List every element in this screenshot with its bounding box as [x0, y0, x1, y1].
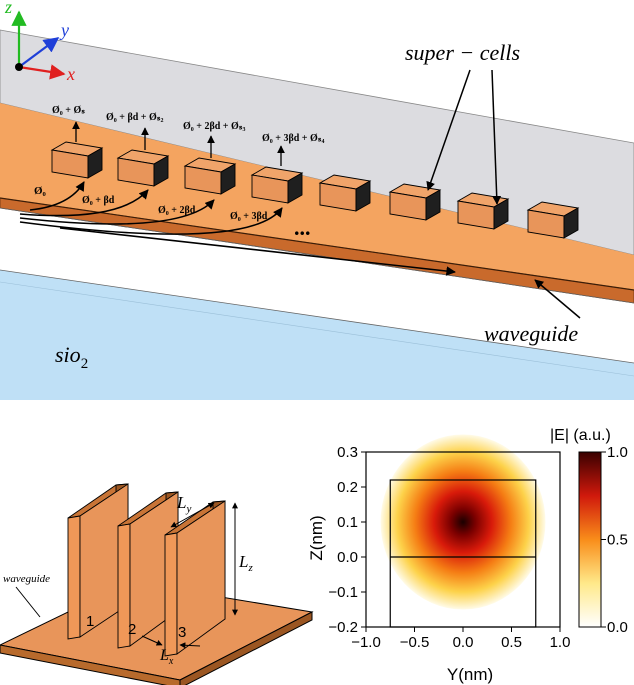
colorbar-tick-label: 1.0: [607, 444, 628, 461]
phase-top-label-3: Ø₀ + 2βd + Øₛ₃: [183, 121, 246, 132]
x-tick-label: −0.5: [400, 634, 430, 651]
colorbar-ticks: 1.0 0.5 0.0: [601, 444, 628, 636]
phase-top-label-2: Ø₀ + βd + Øₛ₂: [106, 112, 164, 123]
fin-number-3: 3: [178, 624, 186, 641]
field-heatmap-chart: −1.0 −0.5 0.0 0.5 1.0 −0.2 −0.1 0.0 0.1 0.2 0.3 Y…: [307, 427, 628, 684]
svg-text:Lz: Lz: [238, 552, 253, 574]
waveguide-label: waveguide: [484, 321, 578, 346]
y-tick-label: 0.0: [337, 549, 358, 566]
super-cell-blocks: [50, 141, 580, 239]
axis-z-label: z: [4, 0, 12, 17]
super-cell-block: [116, 149, 170, 187]
y-tick-label: 0.1: [337, 514, 358, 531]
x-tick-label: 0.0: [453, 634, 474, 651]
substrate-label: sio2: [55, 342, 88, 372]
colorbar-title: |E| (a.u.): [550, 427, 611, 444]
y-tick-label: −0.2: [328, 619, 358, 636]
unit-cell-panel: 1 2 3 Ly Lz Lx waveguide: [0, 483, 314, 685]
unit-waveguide-label: waveguide: [3, 573, 50, 585]
x-axis-ticks: −1.0 −0.5 0.0 0.5 1.0: [351, 627, 570, 651]
colorbar-tick-label: 0.0: [607, 619, 628, 636]
phase-bottom-label-2: Ø₀ + βd: [82, 195, 115, 206]
dimension-lz: Lz: [232, 502, 253, 616]
y-tick-label: 0.3: [337, 444, 358, 461]
super-cell-block: [388, 183, 442, 221]
coupling-arrows: [19, 181, 456, 276]
y-tick-label: −0.1: [328, 584, 358, 601]
y-axis-ticks: −0.2 −0.1 0.0 0.1 0.2 0.3: [328, 444, 366, 636]
dimension-ly: Ly: [170, 493, 215, 528]
fin-number-2: 2: [128, 621, 136, 638]
super-cell-block: [50, 141, 104, 179]
x-axis-label: Y(nm): [447, 665, 493, 684]
substrate-layer: [0, 270, 634, 400]
fin-3: [164, 500, 226, 657]
y-axis-label: Z(nm): [307, 515, 326, 560]
colorbar-tick-label: 0.5: [607, 532, 628, 549]
dimension-lx: Lx: [141, 635, 201, 667]
phase-top-label-1: Ø₀ + Øₛ: [52, 105, 85, 116]
phase-top-label-4: Ø₀ + 3βd + Øₛ₄: [262, 133, 325, 144]
fin-number-1: 1: [86, 613, 94, 630]
ellipsis-dots: ...: [294, 215, 311, 240]
super-cell-block: [183, 157, 237, 195]
super-cells-label: super − cells: [405, 40, 520, 65]
axes-gizmo: z y x: [4, 0, 75, 84]
super-cell-block: [456, 192, 510, 230]
svg-text:Ly: Ly: [176, 493, 191, 515]
phase-bottom-label-4: Ø₀ + 3βd: [230, 211, 268, 222]
super-cell-block: [250, 166, 304, 204]
top-panel: z y x Ø₀ + Øₛ Ø₀ + βd + Øₛ₂ Ø₀ + 2βd + Ø…: [0, 0, 634, 400]
y-tick-label: 0.2: [337, 479, 358, 496]
heatmap-image: [366, 434, 560, 627]
super-cell-block: [526, 201, 580, 239]
axis-y-label: y: [59, 20, 69, 40]
x-tick-label: 0.5: [501, 634, 522, 651]
phase-bottom-label-3: Ø₀ + 2βd: [158, 205, 196, 216]
super-cell-block: [318, 174, 372, 212]
colorbar: [578, 451, 602, 628]
phase-up-arrows: [72, 121, 285, 166]
phase-bottom-label-1: Ø₀: [34, 185, 47, 197]
orange-device-layer: [0, 103, 634, 290]
svg-text:Lx: Lx: [159, 647, 174, 667]
x-tick-label: 1.0: [550, 634, 571, 651]
axis-x-label: x: [66, 64, 75, 84]
x-tick-label: −1.0: [351, 634, 381, 651]
